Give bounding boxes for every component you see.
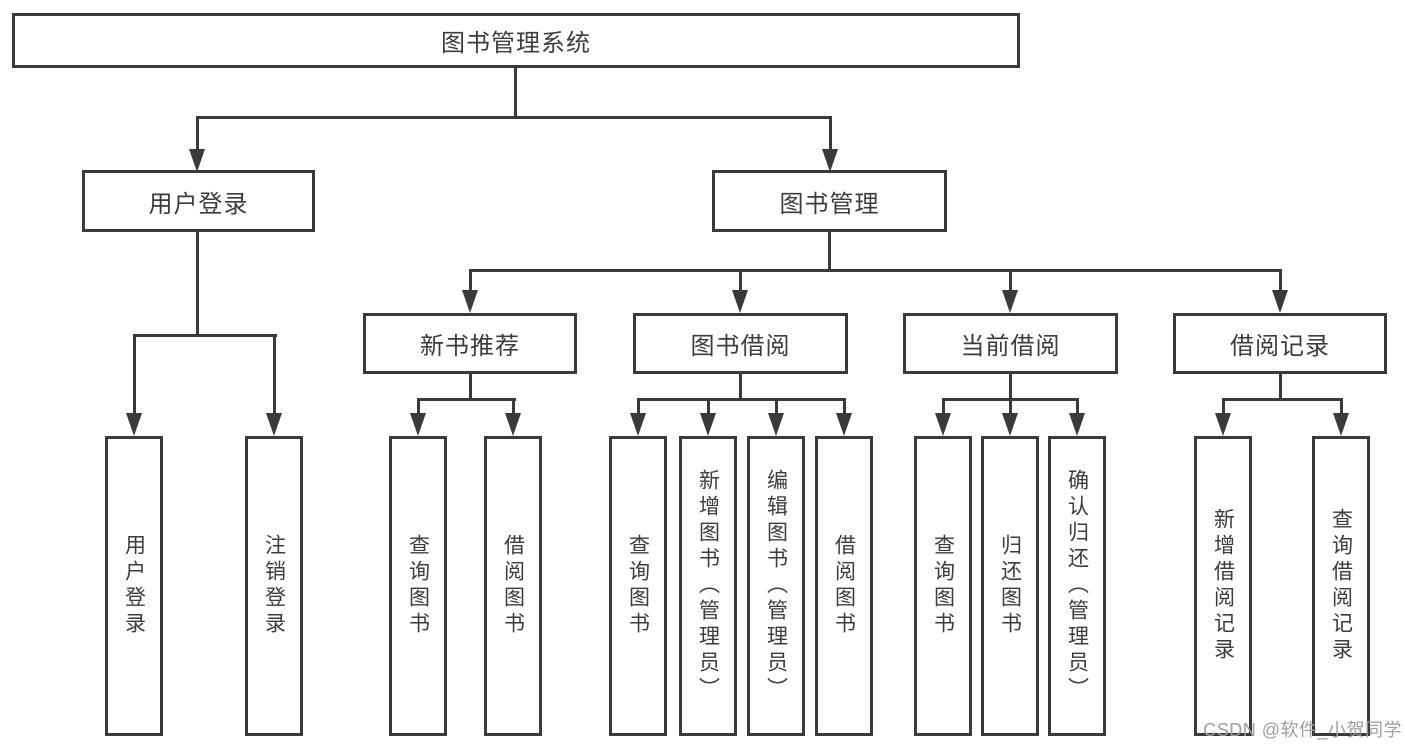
arrow-down-icon: [505, 413, 521, 436]
connector-line: [417, 398, 516, 401]
leaf-label: 编辑图书（管理员）: [764, 469, 788, 703]
leaf-label: 查询图书: [626, 534, 650, 638]
leaf-label: 借阅图书: [501, 534, 525, 638]
node-book-borrow: 图书借阅: [633, 313, 848, 374]
connector-line: [775, 398, 778, 413]
connector-line: [469, 269, 472, 291]
connector-line: [133, 334, 277, 337]
arrow-down-icon: [1069, 413, 1085, 436]
node-borrow-records: 借阅记录: [1173, 313, 1387, 374]
node-user-login: 用户登录: [82, 170, 315, 232]
arrow-down-icon: [1002, 290, 1018, 313]
connector-line: [637, 398, 640, 413]
leaf-label: 新增借阅记录: [1211, 508, 1235, 664]
arrow-down-icon: [462, 290, 478, 313]
connector-line: [1009, 269, 1012, 291]
connector-line: [942, 398, 945, 413]
leaf-label: 注销登录: [262, 534, 286, 638]
connector-line: [828, 232, 831, 271]
node-book-management: 图书管理: [712, 170, 947, 232]
connector-line: [133, 334, 136, 413]
leaf-borrow-edit-book: 编辑图书（管理员）: [747, 436, 805, 736]
arrow-down-icon: [1333, 413, 1349, 436]
leaf-label: 用户登录: [122, 534, 146, 638]
connector-line: [739, 269, 742, 291]
arrow-down-icon: [700, 413, 716, 436]
connector-line: [1222, 398, 1225, 413]
leaf-label: 借阅图书: [832, 534, 856, 638]
leaf-current-confirm-return: 确认归还（管理员）: [1048, 436, 1106, 736]
arrow-down-icon: [189, 149, 205, 172]
node-root: 图书管理系统: [12, 13, 1020, 68]
arrow-down-icon: [732, 290, 748, 313]
connector-line: [514, 68, 517, 118]
connector-line: [417, 398, 420, 413]
arrow-down-icon: [768, 413, 784, 436]
arrow-down-icon: [630, 413, 646, 436]
leaf-records-query-record: 查询借阅记录: [1312, 436, 1370, 736]
connector-line: [1279, 374, 1282, 400]
leaf-label: 查询借阅记录: [1329, 508, 1353, 664]
connector-line: [843, 398, 846, 413]
connector-line: [1076, 398, 1079, 413]
connector-line: [196, 116, 832, 119]
csdn-watermark: CSDN @软件_小贺同学: [1203, 720, 1402, 740]
leaf-label: 查询图书: [406, 534, 430, 638]
connector-line: [707, 398, 710, 413]
leaf-current-return-book: 归还图书: [981, 436, 1039, 736]
leaf-newrec-query-book: 查询图书: [389, 436, 447, 736]
leaf-borrow-query-book: 查询图书: [609, 436, 667, 736]
leaf-label: 查询图书: [931, 534, 955, 638]
connector-line: [637, 398, 846, 401]
arrow-down-icon: [410, 413, 426, 436]
leaf-label: 归还图书: [998, 534, 1022, 638]
arrow-down-icon: [126, 413, 142, 436]
leaf-user-login: 用户登录: [105, 436, 163, 736]
connector-line: [1222, 398, 1343, 401]
connector-line: [1340, 398, 1343, 413]
connector-line: [512, 398, 515, 413]
leaf-label: 确认归还（管理员）: [1065, 469, 1089, 703]
connector-line: [469, 374, 472, 400]
connector-line: [469, 269, 1282, 272]
leaf-records-add-record: 新增借阅记录: [1194, 436, 1252, 736]
arrow-down-icon: [836, 413, 852, 436]
leaf-newrec-borrow-book: 借阅图书: [484, 436, 542, 736]
arrow-down-icon: [1002, 413, 1018, 436]
arrow-down-icon: [822, 149, 838, 172]
leaf-borrow-add-book: 新增图书（管理员）: [679, 436, 737, 736]
connector-line: [1009, 374, 1012, 400]
arrow-down-icon: [266, 413, 282, 436]
connector-line: [196, 232, 199, 336]
connector-line: [739, 374, 742, 400]
leaf-logout-login: 注销登录: [245, 436, 303, 736]
connector-line: [829, 116, 832, 150]
arrow-down-icon: [935, 413, 951, 436]
leaf-current-query-book: 查询图书: [914, 436, 972, 736]
connector-line: [1279, 269, 1282, 291]
connector-line: [196, 116, 199, 150]
leaf-label: 新增图书（管理员）: [696, 469, 720, 703]
node-new-book-recommend: 新书推荐: [363, 313, 577, 374]
arrow-down-icon: [1272, 290, 1288, 313]
leaf-borrow-borrow-book: 借阅图书: [815, 436, 873, 736]
node-current-borrow: 当前借阅: [903, 313, 1118, 374]
arrow-down-icon: [1215, 413, 1231, 436]
connector-line: [1009, 398, 1012, 413]
connector-line: [273, 334, 276, 413]
